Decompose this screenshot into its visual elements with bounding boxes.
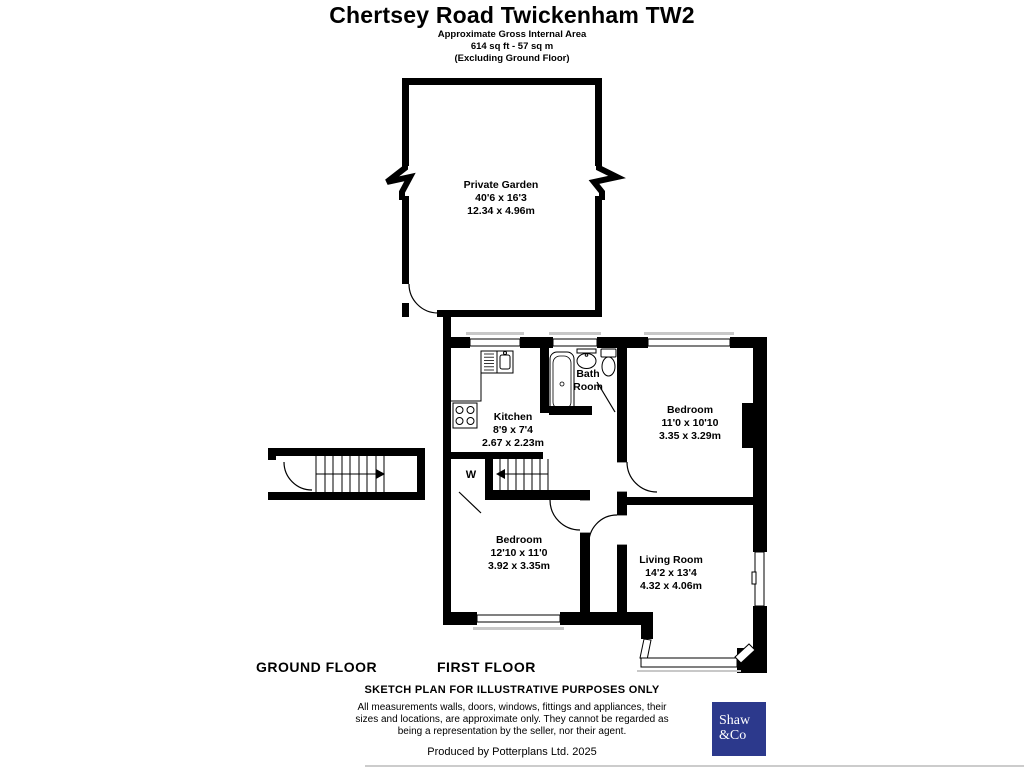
disclaimer-line-1: All measurements walls, doors, windows, … (357, 702, 667, 713)
stairs-first-floor-icon (496, 459, 549, 490)
wardrobe-label: W (465, 469, 477, 481)
living-room-dims-imperial: 14'2 x 13'4 (645, 567, 697, 579)
bathtub-icon (549, 351, 575, 414)
wardrobe-door (458, 491, 482, 514)
bedroom2-door-arc (549, 499, 581, 531)
disclaimer-line-3: being a representation by the seller, no… (397, 726, 627, 737)
garden-label: Private Garden 40'6 x 16'3 12.34 x 4.96m (400, 179, 602, 218)
page-title: Chertsey Road Twickenham TW2 (329, 2, 695, 28)
wall-break-right-icon (588, 160, 626, 200)
kitchen-name: Kitchen (493, 411, 533, 423)
bedroom2-name: Bedroom (495, 534, 543, 546)
garden-dims-metric: 12.34 x 4.96m (467, 205, 535, 217)
bathroom-fixtures (549, 348, 617, 414)
subtitle-line-3: (Excluding Ground Floor) (454, 53, 570, 64)
doors (458, 381, 658, 546)
logo-line-2: &Co (719, 728, 747, 743)
living-room-label: Living Room 14'2 x 13'4 4.32 x 4.06m (611, 554, 731, 593)
bedroom2-label: Bedroom 12'10 x 11'0 3.92 x 3.35m (459, 534, 579, 573)
bedroom1-dims-metric: 3.35 x 3.29m (659, 430, 721, 442)
subtitle-line-2: 614 sq ft - 57 sq m (470, 41, 554, 52)
bedroom2-dims-metric: 3.92 x 3.35m (488, 560, 550, 572)
windows (466, 332, 765, 672)
kitchen-fixtures (451, 350, 514, 429)
wall-break-left-icon (385, 160, 416, 200)
toilet-icon (600, 348, 617, 377)
bottom-border-line (365, 765, 1024, 767)
kitchen-label: Kitchen 8'9 x 7'4 2.67 x 2.23m (453, 411, 573, 450)
garden-name: Private Garden (463, 179, 539, 191)
living-door-arc (588, 514, 618, 546)
subtitle-block: Approximate Gross Internal Area 614 sq f… (0, 29, 1024, 65)
basin-icon (576, 348, 597, 369)
hob-icon (452, 402, 478, 429)
ground-floor-label: GROUND FLOOR (256, 659, 378, 675)
bedroom1-name: Bedroom (666, 404, 714, 416)
kitchen-counter (451, 373, 482, 402)
first-floor-label: FIRST FLOOR (437, 659, 536, 675)
bedroom1-door-arc (626, 461, 658, 493)
garden-plan (385, 78, 626, 341)
bathroom-door (596, 381, 616, 413)
bathroom-label: Bath Room (573, 368, 603, 393)
disclaimer-line-2: sizes and locations, are approximate onl… (355, 714, 669, 725)
living-room-dims-metric: 4.32 x 4.06m (640, 580, 702, 592)
logo-line-1: Shaw (719, 713, 751, 728)
ground-floor-plan (268, 448, 425, 500)
first-floor-internal-walls (443, 343, 753, 612)
disclaimer-block: All measurements walls, doors, windows, … (0, 702, 1024, 738)
garden-door-arc (408, 283, 439, 314)
entrance-door-arc (283, 461, 313, 491)
garden-dims-imperial: 40'6 x 16'3 (475, 192, 527, 204)
subtitle-line-1: Approximate Gross Internal Area (437, 29, 587, 40)
bedroom1-label: Bedroom 11'0 x 10'10 3.35 x 3.29m (630, 404, 750, 443)
sketch-plan-notice: SKETCH PLAN FOR ILLUSTRATIVE PURPOSES ON… (364, 684, 660, 696)
produced-by-credit: Produced by Potterplans Ltd. 2025 (427, 746, 597, 758)
shaw-co-logo: Shaw &Co (712, 702, 766, 756)
kitchen-dims-metric: 2.67 x 2.23m (482, 437, 544, 449)
living-room-name: Living Room (639, 554, 703, 566)
bedroom2-dims-imperial: 12'10 x 11'0 (490, 547, 548, 559)
kitchen-dims-imperial: 8'9 x 7'4 (492, 424, 534, 436)
first-floor-walls (443, 337, 767, 673)
bedroom1-dims-imperial: 11'0 x 10'10 (661, 417, 719, 429)
stairs-ground-floor-icon (315, 456, 385, 492)
kitchen-sink-icon (480, 350, 514, 374)
